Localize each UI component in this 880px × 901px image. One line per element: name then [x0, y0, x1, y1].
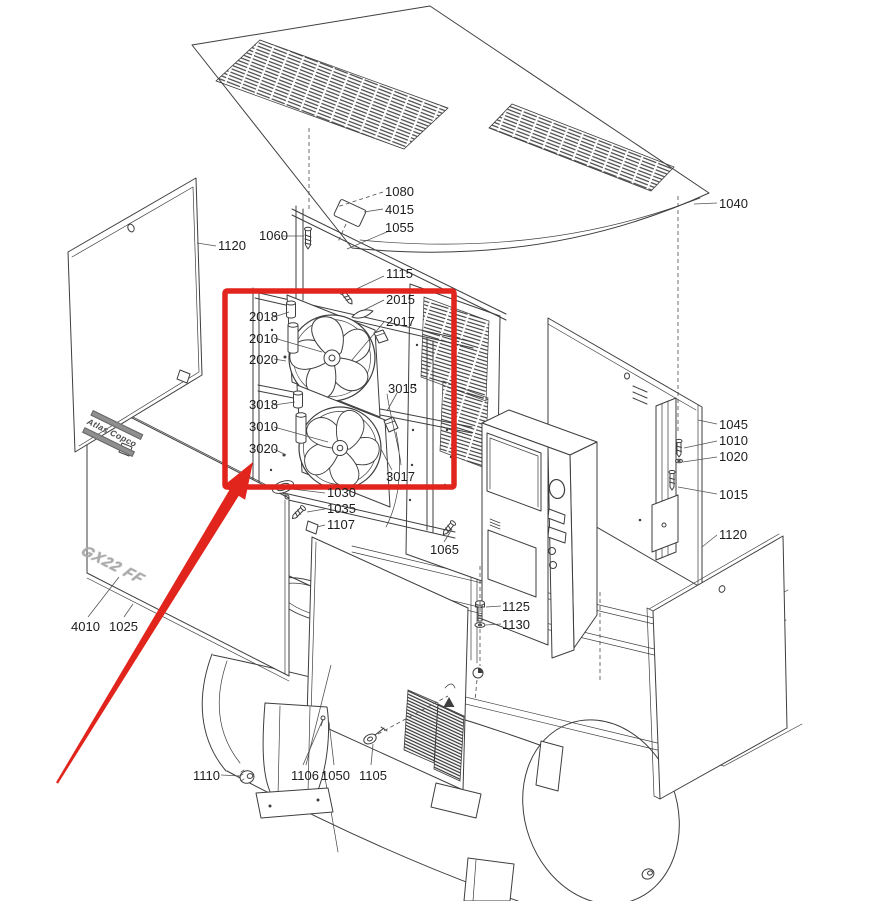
front-lower-panel	[306, 536, 469, 791]
grommet-3018	[293, 390, 303, 409]
plug-1110	[239, 769, 255, 784]
spacer-plate-4015	[333, 199, 367, 227]
gauge-cutout	[548, 478, 566, 500]
top-vent-grille-right	[488, 103, 675, 192]
highlight-arrow	[56, 462, 253, 784]
screw-1060	[304, 226, 312, 250]
tower-window	[486, 432, 542, 512]
front-door-panel	[83, 391, 290, 682]
mounting-channel	[651, 397, 679, 561]
washer-1020	[675, 458, 683, 464]
top-vent-grille-left	[215, 39, 449, 150]
left-side-panel	[67, 177, 203, 457]
sleeve-3020	[295, 412, 307, 444]
screw-1015	[668, 469, 676, 491]
screw-1035	[291, 505, 306, 520]
latch-1105	[363, 733, 377, 745]
tank-legs	[255, 667, 564, 901]
lower-vent-grille	[403, 689, 439, 764]
warning-triangle-icon	[443, 697, 455, 707]
screw-1065	[442, 520, 457, 535]
top-cover-panel	[191, 5, 710, 253]
vane-2015	[351, 309, 374, 319]
highlight-box	[222, 288, 457, 490]
fan-mount-parts	[286, 300, 402, 528]
screw-1010	[675, 438, 683, 458]
alignment-dashed-lines	[308, 128, 679, 735]
leader-lines	[87, 202, 718, 777]
sleeve-2020	[287, 322, 299, 354]
bottom-right-panel	[646, 533, 788, 800]
bracket-3015	[383, 416, 399, 433]
grommet-2018	[286, 300, 296, 319]
control-tower	[481, 409, 598, 659]
fasteners	[239, 226, 683, 784]
bracket-1107	[305, 520, 319, 535]
